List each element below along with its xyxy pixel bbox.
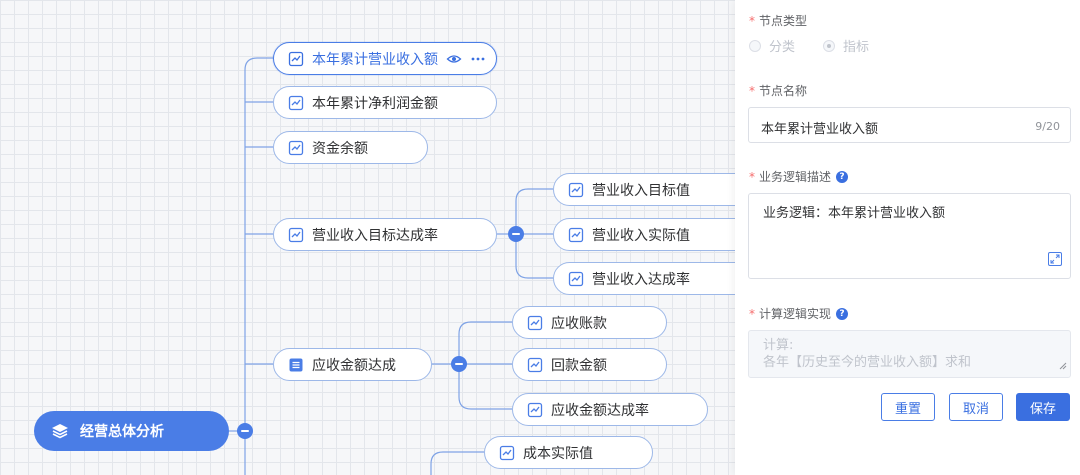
trend-chart-icon	[527, 357, 543, 373]
more-options-icon[interactable]	[470, 56, 486, 62]
node-name-input[interactable]: 本年累计营业收入额 9/20	[748, 107, 1071, 143]
trend-chart-icon	[288, 227, 304, 243]
node-label: 资金余额	[312, 140, 368, 157]
expand-icon[interactable]	[1048, 252, 1062, 270]
radio-indicator[interactable]: 指标	[823, 36, 869, 55]
mindmap-node-revenue-actual[interactable]: 营业收入实际值	[553, 218, 735, 251]
trend-chart-icon	[568, 182, 584, 198]
node-label: 回款金额	[551, 357, 607, 374]
reset-button[interactable]: 重置	[881, 393, 935, 421]
cancel-button[interactable]: 取消	[949, 393, 1003, 421]
node-label: 本年累计净利润金额	[312, 95, 438, 112]
trend-chart-icon	[568, 271, 584, 287]
business-logic-textarea[interactable]: 业务逻辑：本年累计营业收入额	[748, 193, 1071, 279]
mindmap-node-annual-net-profit[interactable]: 本年累计净利润金额	[273, 86, 497, 119]
help-icon[interactable]: ?	[836, 170, 849, 183]
resize-handle-icon	[1059, 358, 1067, 375]
mindmap-links	[229, 57, 553, 475]
trend-chart-icon	[568, 227, 584, 243]
mindmap-node-fund-balance[interactable]: 资金余额	[273, 131, 428, 164]
node-name-label: *节点名称	[749, 83, 808, 99]
node-label: 应收金额达成	[312, 357, 396, 374]
root-collapse-toggle[interactable]	[237, 423, 253, 439]
mindmap-node-receivable-rate[interactable]: 应收金额达成率	[512, 393, 708, 426]
eye-icon[interactable]	[446, 51, 462, 67]
node-type-label: *节点类型	[749, 13, 808, 29]
mindmap-node-annual-revenue[interactable]: 本年累计营业收入额	[273, 42, 497, 75]
node-label: 营业收入目标值	[592, 182, 690, 199]
node-label: 应收金额达成率	[551, 402, 649, 419]
mindmap-node-accounts-receivable[interactable]: 应收账款	[512, 306, 667, 339]
layers-icon	[50, 421, 70, 441]
calc-logic-label: *计算逻辑实现 ?	[749, 305, 849, 322]
node-label: 营业收入目标达成率	[312, 227, 438, 244]
trend-chart-icon	[288, 140, 304, 156]
revenue-target-collapse-toggle[interactable]	[508, 226, 524, 242]
node-label: 应收账款	[551, 315, 607, 332]
trend-chart-icon	[499, 445, 515, 461]
trend-chart-icon	[288, 95, 304, 111]
root-label: 经营总体分析	[80, 424, 164, 440]
radio-dot[interactable]	[823, 39, 836, 52]
root-node[interactable]: 经营总体分析	[34, 411, 229, 451]
node-label: 营业收入实际值	[592, 227, 690, 244]
node-edit-panel: *节点类型 分类 指标 *节点名称 本年累计营业收入额 9/20 *业务逻辑描述…	[735, 0, 1080, 475]
trend-chart-icon	[527, 315, 543, 331]
trend-chart-icon	[288, 51, 304, 67]
list-icon	[288, 357, 304, 373]
calc-logic-textarea: 计算: 各年【历史至今的营业收入额】求和	[748, 330, 1071, 378]
mindmap-node-collection-amount[interactable]: 回款金额	[512, 348, 667, 381]
radio-dot[interactable]	[749, 39, 761, 52]
trend-chart-icon	[527, 402, 543, 418]
mindmap-node-receivable-achievement[interactable]: 应收金额达成	[273, 348, 432, 381]
radio-category[interactable]: 分类	[749, 36, 795, 55]
char-count: 9/20	[1035, 120, 1060, 133]
help-icon[interactable]: ?	[836, 307, 849, 320]
node-label: 本年累计营业收入额	[312, 51, 438, 68]
mindmap-node-revenue-rate[interactable]: 营业收入达成率	[553, 262, 735, 295]
node-type-radio-group: 分类 指标	[749, 36, 897, 55]
mindmap-canvas[interactable]: 经营总体分析 本年累计营业收入额 本年累计净利润金额 资金余额 营业收入目标达成…	[0, 0, 735, 475]
node-label: 营业收入达成率	[592, 271, 690, 288]
business-logic-label: *业务逻辑描述 ?	[749, 168, 849, 185]
save-button[interactable]: 保存	[1016, 393, 1070, 421]
receivable-collapse-toggle[interactable]	[451, 356, 467, 372]
mindmap-node-actual-cost[interactable]: 成本实际值	[484, 436, 653, 469]
node-label: 成本实际值	[523, 445, 593, 462]
mindmap-node-revenue-target[interactable]: 营业收入目标值	[553, 173, 735, 206]
mindmap-node-revenue-target-rate[interactable]: 营业收入目标达成率	[273, 218, 497, 251]
